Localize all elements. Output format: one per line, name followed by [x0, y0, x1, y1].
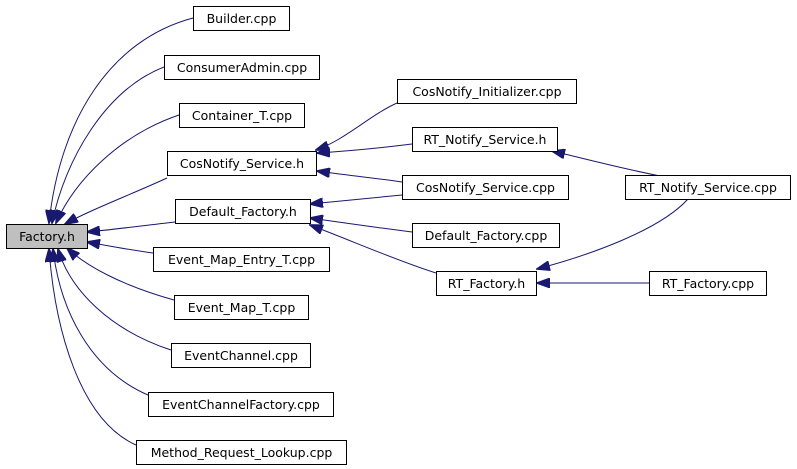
edge-consumeradmin-to-factory — [52, 66, 165, 223]
edge-rtnotifyservicecpp-to-rtnotifyserviceh — [552, 151, 661, 177]
edge-cosnotifyinit-to-cosnotifyserviceh — [316, 102, 398, 150]
edge-container-to-factory — [56, 114, 180, 223]
edge-eventchannelfactory-to-factory — [53, 249, 149, 396]
edge-eventchannel-to-factory — [58, 249, 172, 351]
node-event-map-t-cpp[interactable]: Event_Map_T.cpp — [174, 295, 309, 320]
node-rt-factory-cpp[interactable]: RT_Factory.cpp — [649, 271, 767, 296]
node-cosnotify-service-h[interactable]: CosNotify_Service.h — [167, 151, 317, 176]
node-cosnotify-service-cpp[interactable]: CosNotify_Service.cpp — [402, 175, 569, 200]
node-factory-h[interactable]: Factory.h — [6, 224, 88, 249]
node-builder-cpp[interactable]: Builder.cpp — [193, 6, 290, 31]
edge-methodrequest-to-factory — [49, 249, 137, 446]
node-cosnotify-initializer-cpp[interactable]: CosNotify_Initializer.cpp — [397, 79, 577, 104]
edge-cosnotifyserviceh-to-factory — [65, 177, 168, 224]
node-consumeradmin-cpp[interactable]: ConsumerAdmin.cpp — [164, 55, 320, 80]
edge-cosnotifyservicecpp-to-cosnotifyserviceh — [317, 171, 403, 183]
node-container-t-cpp[interactable]: Container_T.cpp — [179, 103, 305, 128]
edge-builder-to-factory — [49, 17, 194, 223]
edge-eventmapentry-to-factory — [87, 242, 154, 254]
node-rt-factory-h[interactable]: RT_Factory.h — [436, 271, 537, 296]
edge-cosnotifyservicecpp-to-defaultfactoryh — [310, 194, 403, 204]
edge-rtnotifyservicecpp-to-rtfactoryh — [537, 198, 689, 269]
edge-defaultfactoryh-to-factory — [87, 221, 176, 232]
node-default-factory-cpp[interactable]: Default_Factory.cpp — [412, 223, 560, 248]
node-rt-notify-service-cpp[interactable]: RT_Notify_Service.cpp — [625, 175, 791, 200]
node-event-map-entry-t-cpp[interactable]: Event_Map_Entry_T.cpp — [153, 247, 330, 272]
edge-rtnotifyserviceh-to-cosnotifyserviceh — [317, 143, 413, 153]
edge-eventmap-to-factory — [67, 248, 175, 301]
node-eventchannelfactory-cpp[interactable]: EventChannelFactory.cpp — [148, 392, 334, 417]
node-default-factory-h[interactable]: Default_Factory.h — [175, 199, 311, 224]
edge-defaultfactorycpp-to-defaultfactoryh — [310, 218, 413, 233]
node-eventchannel-cpp[interactable]: EventChannel.cpp — [171, 343, 311, 368]
node-rt-notify-service-h[interactable]: RT_Notify_Service.h — [412, 127, 558, 152]
edge-rtfactoryh-to-defaultfactoryh — [310, 225, 437, 274]
node-method-request-lookup-cpp[interactable]: Method_Request_Lookup.cpp — [136, 440, 347, 465]
